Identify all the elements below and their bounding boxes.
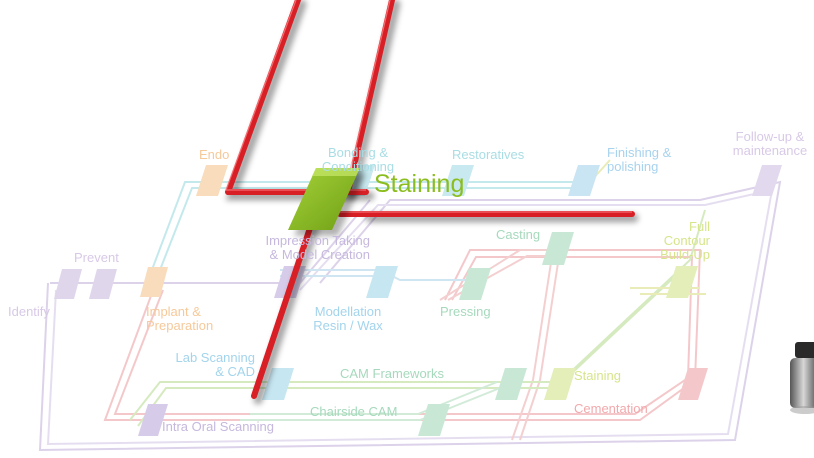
tile-finishing (568, 165, 600, 196)
tile-cementation (678, 368, 708, 400)
label-endo: Endo (199, 148, 229, 162)
tile-casting (542, 232, 574, 265)
label-staining-active: Staining (374, 171, 464, 197)
tile-endo (196, 165, 228, 196)
label-prevent: Prevent (74, 251, 119, 265)
active-station-tile (288, 168, 366, 236)
label-impression: Impression Taking & Model Creation (230, 234, 370, 262)
tile-camfw (495, 368, 527, 400)
label-pressing: Pressing (440, 305, 491, 319)
label-labscan: Lab Scanning & CAD (152, 351, 255, 379)
label-followup: Follow-up & maintenance (718, 130, 814, 158)
tile-identify (54, 269, 82, 299)
label-identify: Identify (8, 305, 50, 319)
label-modellation: Modellation Resin / Wax (298, 305, 398, 333)
label-casting: Casting (496, 228, 540, 242)
tile-implant (140, 267, 168, 297)
tile-prevent (89, 269, 117, 299)
tile-staining-small (544, 368, 576, 400)
label-staining-small: Staining (574, 369, 621, 383)
label-restoratives: Restoratives (452, 148, 524, 162)
label-chairside: Chairside CAM (310, 405, 397, 419)
label-finishing: Finishing & polishing (607, 146, 671, 174)
label-implant: Implant & Preparation (146, 305, 213, 333)
route-green (130, 210, 705, 426)
label-cementation: Cementation (574, 402, 648, 416)
label-camfw: CAM Frameworks (340, 367, 444, 381)
label-fullcontour: Full Contour Build-Up (632, 220, 710, 262)
label-intraoral: Intra Oral Scanning (162, 420, 274, 434)
product-bottle-icon (790, 342, 814, 414)
